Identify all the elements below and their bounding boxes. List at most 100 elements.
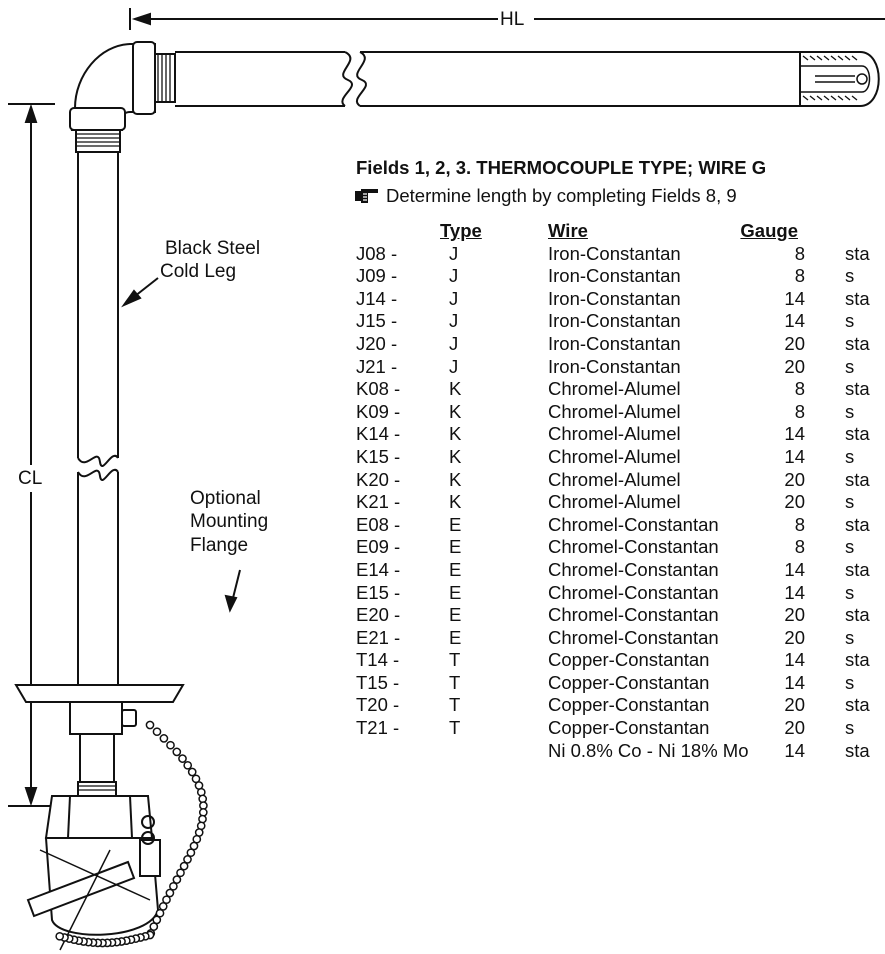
cell-gauge: 14 bbox=[784, 423, 805, 445]
cell-gauge: 20 bbox=[784, 468, 805, 490]
cell-gauge: 20 bbox=[784, 604, 805, 626]
header-wire: Wire bbox=[548, 220, 588, 241]
flange-label-line2: Mounting bbox=[190, 511, 269, 532]
cell-type-text: T bbox=[449, 694, 461, 716]
cell-code: E15 - bbox=[356, 581, 401, 603]
length-note-text: Determine length by completing Fields 8,… bbox=[386, 185, 737, 206]
bead-chain bbox=[55, 720, 208, 948]
cell-wire: Chromel-Constantan bbox=[548, 513, 719, 535]
cell-wire: Copper-Constantan bbox=[548, 671, 710, 693]
cell-gauge: 20 bbox=[784, 717, 805, 739]
cell-code: K21 - bbox=[356, 491, 401, 513]
cell-wire: Iron-Constantan bbox=[548, 265, 681, 287]
cell-code: T15 - bbox=[356, 671, 400, 693]
cell-wire: Chromel-Alumel bbox=[548, 378, 681, 400]
cell-wire: Iron-Constantan bbox=[548, 332, 681, 354]
cell-type-text: J bbox=[449, 332, 459, 354]
cold-leg-leader bbox=[121, 277, 159, 308]
cell-type-text: E bbox=[449, 604, 462, 626]
cell-sheath: sta bbox=[845, 332, 870, 354]
cell-type-text: E bbox=[449, 536, 462, 558]
cl-dimension bbox=[8, 103, 55, 807]
pointing-hand-icon bbox=[355, 189, 378, 203]
cell-code: K08 - bbox=[356, 378, 401, 400]
connection-head bbox=[26, 795, 161, 951]
header-type: Type bbox=[440, 220, 482, 241]
cell-gauge: 8 bbox=[794, 378, 805, 400]
cell-gauge: 8 bbox=[794, 400, 805, 422]
cell-type-text: E bbox=[449, 581, 462, 603]
cell-gauge: 8 bbox=[794, 242, 805, 264]
cell-type-text: K bbox=[449, 445, 462, 467]
table-row: J20 - J Iron-Constantan 20 sta bbox=[0, 333, 885, 356]
cell-code: J09 - bbox=[356, 265, 398, 287]
hl-label: HL bbox=[500, 9, 525, 30]
cell-gauge: 14 bbox=[784, 649, 805, 671]
cell-gauge: 14 bbox=[784, 671, 805, 693]
cell-sheath: s bbox=[845, 265, 855, 287]
cell-type-text: K bbox=[449, 400, 462, 422]
cell-sheath: sta bbox=[845, 513, 870, 535]
header-gauge: Gauge bbox=[740, 220, 798, 241]
cell-sheath: sta bbox=[845, 242, 870, 264]
cell-sheath: sta bbox=[845, 423, 870, 445]
cell-sheath: s bbox=[845, 581, 855, 603]
cell-sheath: s bbox=[845, 445, 855, 467]
cell-sheath: sta bbox=[845, 604, 870, 626]
cold-leg-label-line1: Black Steel bbox=[165, 238, 261, 259]
cell-wire: Copper-Constantan bbox=[548, 649, 710, 671]
cell-code: K20 - bbox=[356, 468, 401, 490]
cell-wire: Chromel-Alumel bbox=[548, 468, 681, 490]
flange-leader bbox=[224, 569, 241, 613]
cell-sheath: sta bbox=[845, 694, 870, 716]
cell-type-text: K bbox=[449, 468, 462, 490]
cell-type-text: E bbox=[449, 558, 462, 580]
cell-gauge: 14 bbox=[784, 739, 805, 761]
cell-sheath: sta bbox=[845, 287, 870, 309]
cell-code: J21 - bbox=[356, 355, 398, 377]
cell-wire: Copper-Constantan bbox=[548, 717, 710, 739]
table-header-row: Type Wire Gauge bbox=[0, 220, 885, 243]
cell-gauge: 20 bbox=[784, 355, 805, 377]
cell-type-text: E bbox=[449, 626, 462, 648]
cl-label: CL bbox=[18, 468, 43, 489]
cell-code: E09 - bbox=[356, 536, 401, 558]
cell-gauge: 20 bbox=[784, 332, 805, 354]
cell-type-text: T bbox=[449, 671, 461, 693]
cell-code: E08 - bbox=[356, 513, 401, 535]
cell-code: J08 - bbox=[356, 242, 398, 264]
cell-sheath: s bbox=[845, 491, 855, 513]
cell-gauge: 14 bbox=[784, 581, 805, 603]
flange-label-line1: Optional bbox=[190, 488, 261, 509]
cell-type-text: J bbox=[449, 265, 459, 287]
cell-code: J20 - bbox=[356, 332, 398, 354]
cell-wire: Chromel-Constantan bbox=[548, 626, 719, 648]
cell-code: E21 - bbox=[356, 626, 401, 648]
cell-wire: Chromel-Constantan bbox=[548, 536, 719, 558]
cell-sheath: sta bbox=[845, 739, 870, 761]
cell-type-text: K bbox=[449, 491, 462, 513]
cell-sheath: sta bbox=[845, 649, 870, 671]
cell-wire: Chromel-Alumel bbox=[548, 400, 681, 422]
cell-type-text: J bbox=[449, 310, 459, 332]
cell-type-text: K bbox=[449, 378, 462, 400]
